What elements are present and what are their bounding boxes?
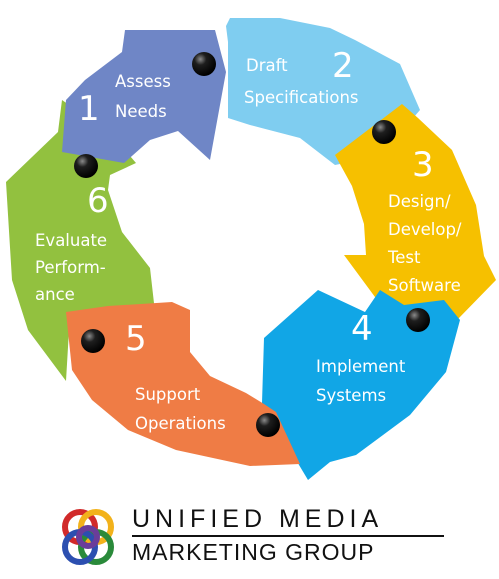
logo-line-marketing-group: MARKETING GROUP (132, 539, 375, 565)
step-1-arrow (62, 30, 226, 163)
step-3-label-line4: Software (388, 276, 461, 295)
step-3-label-line3: Test (387, 248, 421, 267)
step-3-ball-marker (406, 308, 430, 332)
step-4-arrow (262, 290, 460, 480)
step-4-label-line2: Systems (316, 386, 386, 405)
step-3-label-line2: Develop/ (388, 220, 462, 239)
step-5-number: 5 (125, 319, 147, 359)
step-4-ball-marker (256, 413, 280, 437)
step-6-ball-marker (74, 154, 98, 178)
knot-ring-5 (76, 525, 100, 549)
step-6-label-line1: Evaluate (35, 231, 107, 250)
celtic-knot-logo-icon (62, 509, 114, 565)
step-4-number: 4 (351, 309, 373, 349)
step-2-label-line1: Draft (246, 56, 288, 75)
step-3-arrow (335, 104, 496, 358)
step-6-number: 6 (87, 181, 109, 221)
step-5-ball-marker (81, 329, 105, 353)
step-2-number: 2 (332, 46, 354, 86)
step-3-number: 3 (412, 145, 434, 185)
step-6-label-line3: ance (35, 285, 75, 304)
step-1-ball-marker (192, 52, 216, 76)
process-cycle-diagram: 1 2 3 4 5 6 Assess Needs Draft Specifica… (6, 18, 496, 480)
step-5-label-line2: Operations (135, 414, 226, 433)
step-4-label-line1: Implement (316, 357, 406, 376)
step-1-label-line1: Assess (115, 72, 171, 91)
step-2-ball-marker (372, 120, 396, 144)
step-1-number: 1 (78, 89, 100, 129)
step-1-label-line2: Needs (115, 102, 167, 121)
step-5-arrow (66, 302, 300, 466)
logo-divider (132, 535, 444, 537)
step-5-label-line1: Support (135, 385, 201, 404)
company-logo: UNIFIED MEDIA MARKETING GROUP (52, 503, 452, 575)
logo-line-unified-media: UNIFIED MEDIA (132, 505, 384, 533)
step-2-label-line2: Specifications (244, 88, 359, 107)
step-3-label-line1: Design/ (388, 192, 451, 211)
step-6-label-line2: Perform- (35, 258, 106, 277)
